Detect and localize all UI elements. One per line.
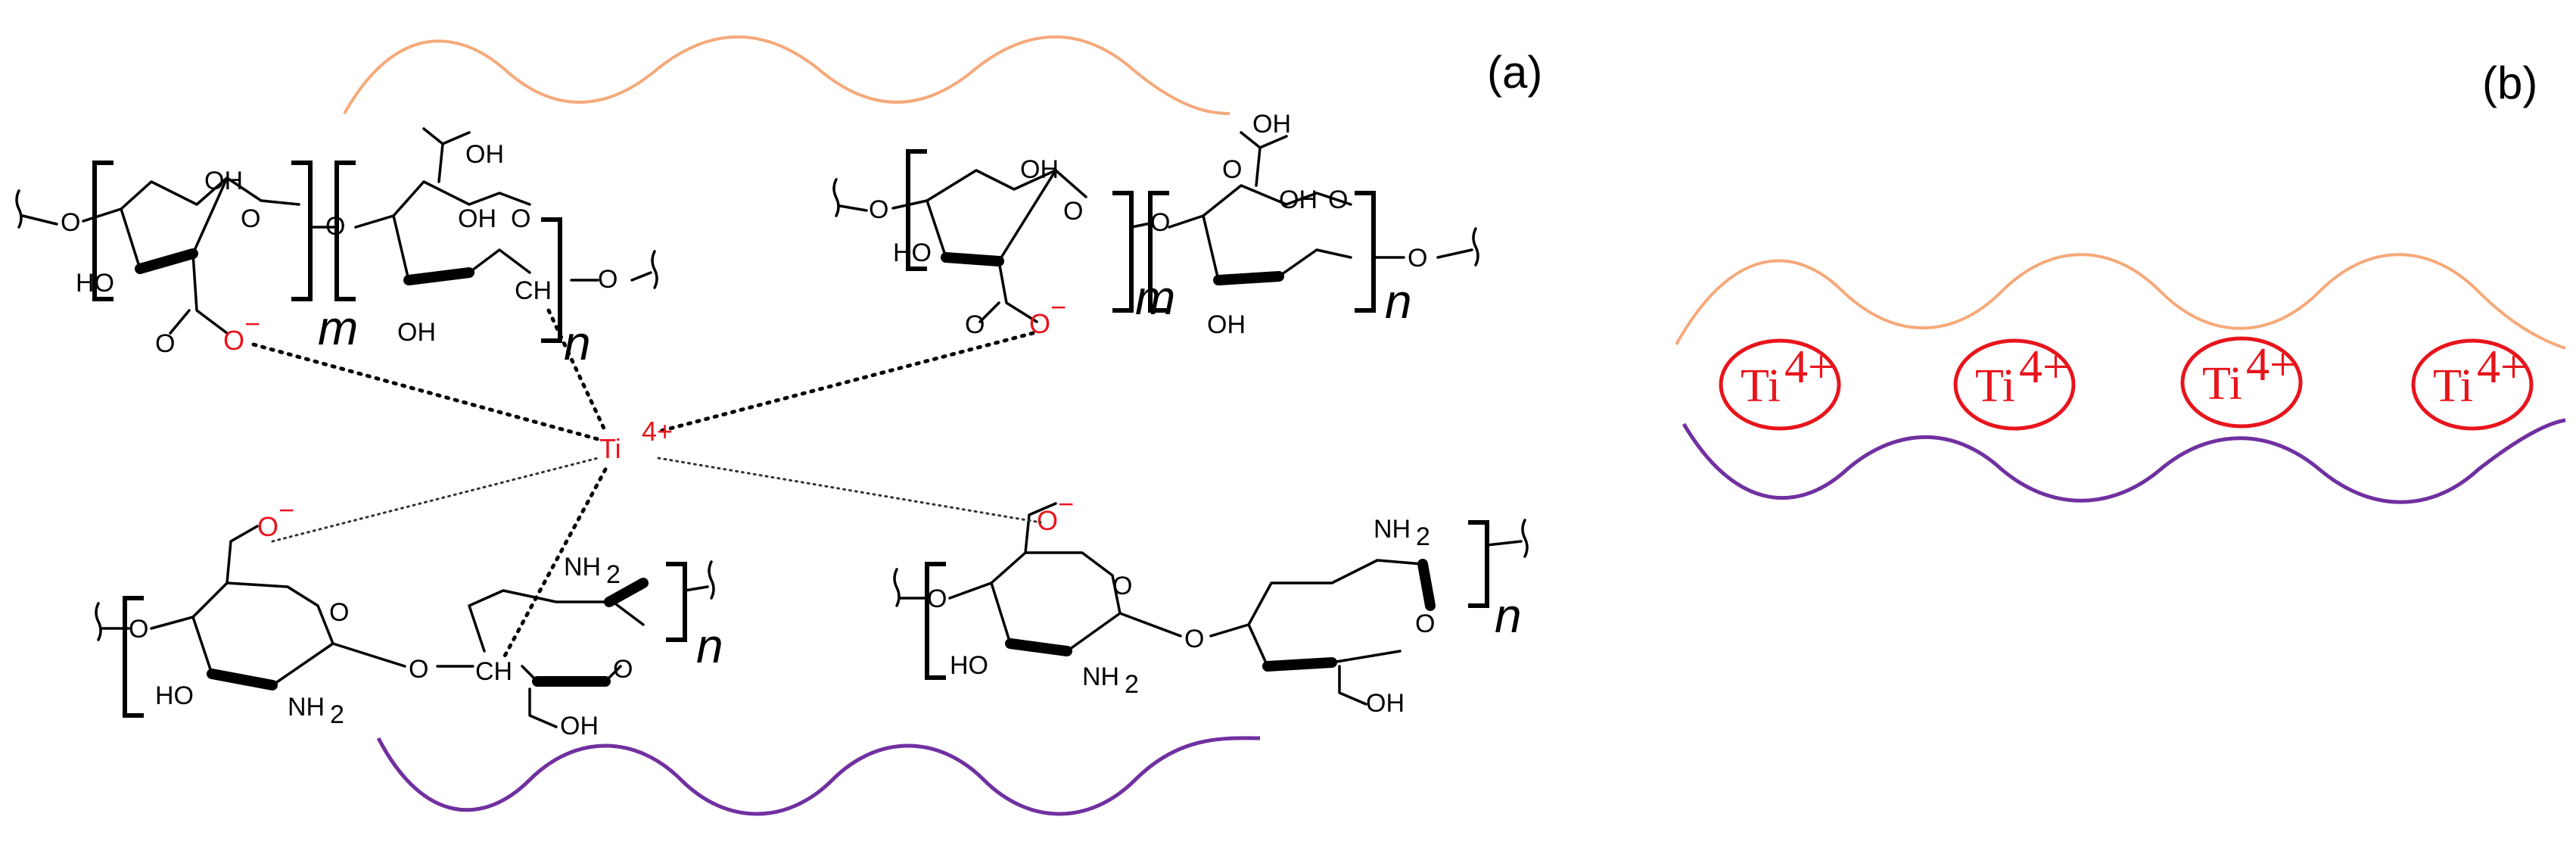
hydroxyl-label: HO	[950, 651, 988, 680]
repeat-index-n: n	[1495, 588, 1522, 643]
hydroxyl-label: HO	[893, 238, 932, 267]
repeat-index-m: m	[318, 301, 358, 355]
ion-symbol: Ti	[1741, 360, 1781, 412]
hydroxyl-label: OH	[204, 167, 243, 195]
ion-symbol: Ti	[1975, 360, 2015, 412]
ring-oxygen-label: O	[511, 204, 530, 233]
charge-label: −	[278, 494, 294, 525]
repeat-index-n: n	[1385, 274, 1412, 329]
subscript-label: 2	[330, 700, 344, 729]
charge-label: −	[1050, 291, 1066, 323]
ch-label: CH	[475, 657, 512, 686]
hydroxyl-label: HO	[155, 681, 194, 710]
hydroxyl-label: OH	[465, 140, 504, 169]
ring-oxygen-label: O	[241, 204, 260, 233]
panel-b-label: (b)	[2482, 58, 2537, 108]
ring-oxygen-label: O	[1063, 197, 1083, 226]
linkage-oxygen-label: O	[869, 195, 888, 224]
purple-polymer-chain	[1682, 418, 2566, 504]
charge-label: −	[244, 308, 260, 339]
atom-label: O	[61, 208, 80, 237]
linkage-oxygen-label: O	[1408, 244, 1427, 273]
charge-label: −	[1058, 488, 1074, 519]
ion-charge: 4+	[1784, 341, 1834, 393]
amine-label: NH	[564, 553, 601, 581]
ring-oxygen-label: O	[1415, 609, 1435, 638]
ion-symbol: Ti	[2433, 360, 2473, 412]
linkage-oxygen-label: O	[1184, 625, 1204, 653]
carbonyl-oxygen-label: O	[1222, 155, 1242, 184]
titanium-ion-symbol: Ti	[599, 433, 621, 464]
subscript-label: 2	[1416, 522, 1430, 551]
titanium-ion-2: Ti 4+	[1953, 338, 2076, 431]
orange-polymer-chain-top	[343, 35, 1230, 115]
carbonyl-oxygen-label: O	[155, 329, 175, 358]
ring-oxygen-label: O	[329, 598, 349, 627]
ion-charge: 4+	[2246, 339, 2296, 391]
hydroxyl-label: OH	[1252, 110, 1291, 139]
amine-label: NH	[1082, 662, 1119, 691]
hydroxyl-label: OH	[1207, 310, 1246, 339]
linkage-oxygen-label: O	[1150, 208, 1170, 237]
ion-symbol: Ti	[2202, 358, 2242, 410]
panel-a-label: (a)	[1487, 47, 1542, 98]
hydroxyl-label: OH	[1279, 185, 1318, 214]
titanium-ion-1: Ti 4+	[1719, 338, 1841, 431]
alginate-unit-top-right: O OH O HO O O − m O OH O OH	[832, 110, 1479, 339]
ion-charge: 4+	[2019, 341, 2069, 393]
repeat-index-n: n	[564, 316, 591, 370]
linkage-oxygen-label: O	[129, 615, 148, 644]
purple-polymer-chain-bottom	[376, 736, 1261, 816]
panel-a: (a) O OH O HO O O − m O	[15, 35, 1542, 816]
amine-label: NH	[288, 693, 325, 722]
hydroxyl-label: OH	[560, 712, 599, 740]
alkoxide-oxygen-label: O	[257, 511, 278, 542]
chitosan-unit-bottom-left: O O − O HO NH 2 O CH NH 2 O OH	[95, 494, 723, 740]
linkage-oxygen-label: O	[409, 655, 428, 684]
orange-polymer-chain	[1675, 253, 2566, 350]
titanium-ion-4: Ti 4+	[2411, 338, 2534, 431]
titanium-coordination: Ti 4+	[251, 308, 1042, 661]
hydroxyl-label: OH	[1020, 155, 1059, 184]
repeat-index-m: m	[1135, 270, 1175, 325]
carboxylate-oxygen-label: O	[223, 325, 244, 356]
alginate-unit-top-left: O OH O HO O O − m O OH OH O	[15, 127, 658, 370]
linkage-oxygen-label: O	[598, 265, 618, 294]
linkage-oxygen-label: O	[927, 584, 947, 613]
repeat-index-n: n	[696, 619, 723, 673]
ring-oxygen-label: O	[1328, 185, 1348, 214]
ch-label: CH	[515, 276, 552, 305]
alkoxide-oxygen-label: O	[1037, 505, 1058, 536]
panel-b: (b) Ti 4+ Ti 4+ Ti 4+ Ti 4+	[1675, 58, 2566, 504]
subscript-label: 2	[606, 560, 621, 589]
hydroxyl-label: OH	[458, 204, 496, 233]
hydroxyl-label: HO	[76, 269, 114, 298]
amine-label: NH	[1374, 515, 1411, 544]
titanium-ion-charge: 4+	[642, 416, 673, 447]
chitosan-unit-bottom-right: O O − O HO NH 2 O NH 2 O OH n	[893, 488, 1529, 718]
titanium-ion-3: Ti 4+	[2180, 336, 2303, 429]
hydroxyl-label: OH	[397, 318, 436, 347]
hydroxyl-label: OH	[1366, 689, 1405, 718]
ring-oxygen-label: O	[1112, 572, 1132, 600]
subscript-label: 2	[1125, 670, 1139, 699]
ion-charge: 4+	[2477, 341, 2527, 393]
carbonyl-oxygen-label: O	[965, 310, 985, 339]
ring-oxygen-label: O	[613, 655, 633, 684]
